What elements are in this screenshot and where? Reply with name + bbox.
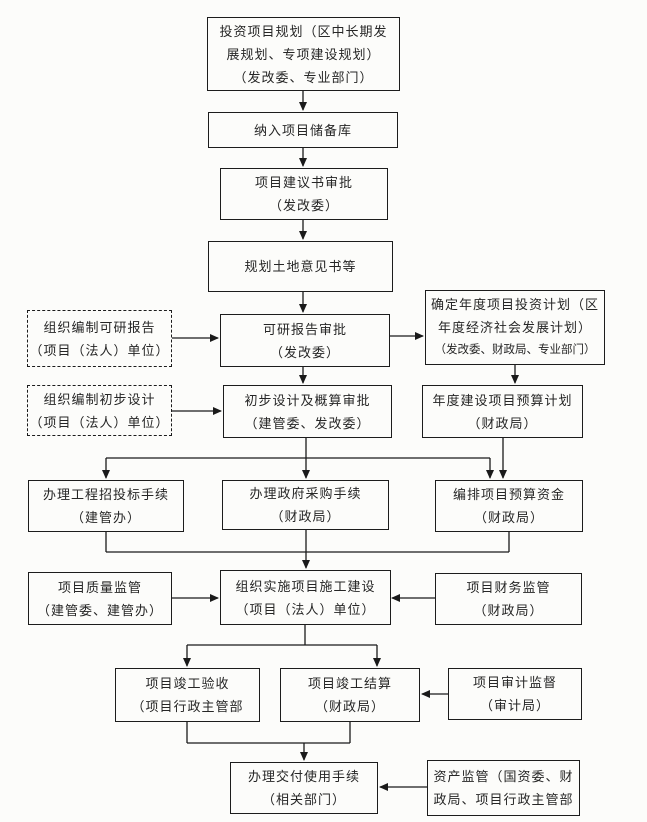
node-line: 可研报告审批	[262, 321, 347, 337]
node-line: 初步设计及概算审批	[244, 392, 371, 408]
node-line: （财政局）	[473, 510, 544, 525]
node-line: 办理交付使用手续	[247, 769, 360, 784]
node-investment-planning: 投资项目规划（区中长期发 展规划、专项建设规划） （发改委、专业部门）	[207, 17, 400, 91]
node-line: 规划土地意见书等	[244, 259, 357, 274]
node-line: 项目竣工验收	[145, 676, 230, 691]
node-line: 组织编制初步设计	[43, 391, 156, 407]
node-audit-supervision: 项目审计监督 （审计局）	[448, 668, 582, 720]
node-line: （项目（法人）单位）	[29, 342, 170, 358]
node-line: （审计局）	[479, 698, 550, 713]
node-line: 确定年度项目投资计划（区	[430, 297, 599, 312]
node-prepare-feasibility-report: 组织编制可研报告 （项目（法人）单位）	[27, 310, 172, 367]
node-line: （建管委、发改委）	[244, 415, 371, 431]
node-construction-implementation: 组织实施项目施工建设 （项目（法人）单位）	[220, 570, 391, 625]
node-line: 项目竣工结算	[307, 676, 392, 691]
node-line: 展规划、专项建设规划）	[226, 46, 381, 62]
node-line: 年度经济社会发展计划）	[437, 320, 592, 335]
node-land-opinion: 规划土地意见书等	[208, 241, 393, 292]
node-line: 投资项目规划（区中长期发	[219, 23, 388, 39]
node-quality-supervision: 项目质量监管 （建管委、建管办）	[28, 572, 172, 625]
node-line: 组织实施项目施工建设	[235, 578, 376, 594]
node-line: （项目行政主管部	[131, 699, 244, 714]
node-completion-acceptance: 项目竣工验收 （项目行政主管部	[115, 668, 260, 722]
node-line: （发改委）	[269, 344, 340, 360]
node-line: 办理工程招投标手续	[42, 487, 169, 502]
node-annual-investment-plan: 确定年度项目投资计划（区 年度经济社会发展计划） （发改委、财政局、专业部门）	[425, 290, 605, 365]
node-line: 政局、项目行政主管部	[433, 792, 574, 807]
node-prepare-preliminary-design: 组织编制初步设计 （项目（法人）单位）	[27, 385, 172, 436]
node-line: 组织编制可研报告	[43, 319, 156, 335]
node-line: （项目（法人）单位）	[235, 601, 376, 617]
node-proposal-approval: 项目建议书审批 （发改委）	[220, 168, 388, 220]
node-line: （发改委）	[268, 198, 339, 213]
node-line: 办理政府采购手续	[249, 486, 362, 501]
node-asset-supervision: 资产监管（国资委、财 政局、项目行政主管部	[427, 760, 580, 816]
node-budget-funds-arrangement: 编排项目预算资金 （财政局）	[435, 480, 583, 532]
node-line: 资产监管（国资委、财	[433, 769, 574, 784]
node-line: 项目财务监管	[466, 580, 551, 595]
node-line: （相关部门）	[261, 792, 346, 807]
node-line: （财政局）	[270, 509, 341, 524]
node-completion-settlement: 项目竣工结算 （财政局）	[280, 668, 420, 722]
node-feasibility-approval: 可研报告审批 （发改委）	[220, 314, 390, 367]
node-design-estimate-approval: 初步设计及概算审批 （建管委、发改委）	[223, 385, 392, 438]
node-financial-supervision: 项目财务监管 （财政局）	[435, 573, 582, 625]
node-line: 年度建设项目预算计划	[432, 392, 573, 408]
node-government-procurement: 办理政府采购手续 （财政局）	[222, 480, 389, 530]
node-project-reserve: 纳入项目储备库	[208, 112, 398, 148]
node-line: （财政局）	[314, 699, 385, 714]
node-line: （发改委、财政局、专业部门）	[434, 344, 596, 356]
node-line: 项目审计监督	[472, 675, 557, 690]
node-line: （建管委、建管办）	[36, 602, 163, 618]
node-line: （发改委、专业部门）	[233, 69, 374, 85]
node-line: （财政局）	[467, 415, 538, 431]
connector-lines	[102, 91, 519, 791]
node-line: 项目质量监管	[57, 579, 142, 595]
node-annual-budget-plan: 年度建设项目预算计划 （财政局）	[422, 385, 583, 438]
node-bidding-procedure: 办理工程招投标手续 （建管办）	[28, 480, 184, 532]
node-line: （项目（法人）单位）	[29, 414, 170, 430]
node-line: 编排项目预算资金	[452, 487, 565, 502]
node-line: 纳入项目储备库	[253, 122, 352, 138]
node-line: 项目建议书审批	[254, 175, 353, 190]
node-handover-procedure: 办理交付使用手续 （相关部门）	[230, 762, 378, 814]
node-line: （建管办）	[70, 510, 141, 525]
node-line: （财政局）	[473, 603, 544, 618]
